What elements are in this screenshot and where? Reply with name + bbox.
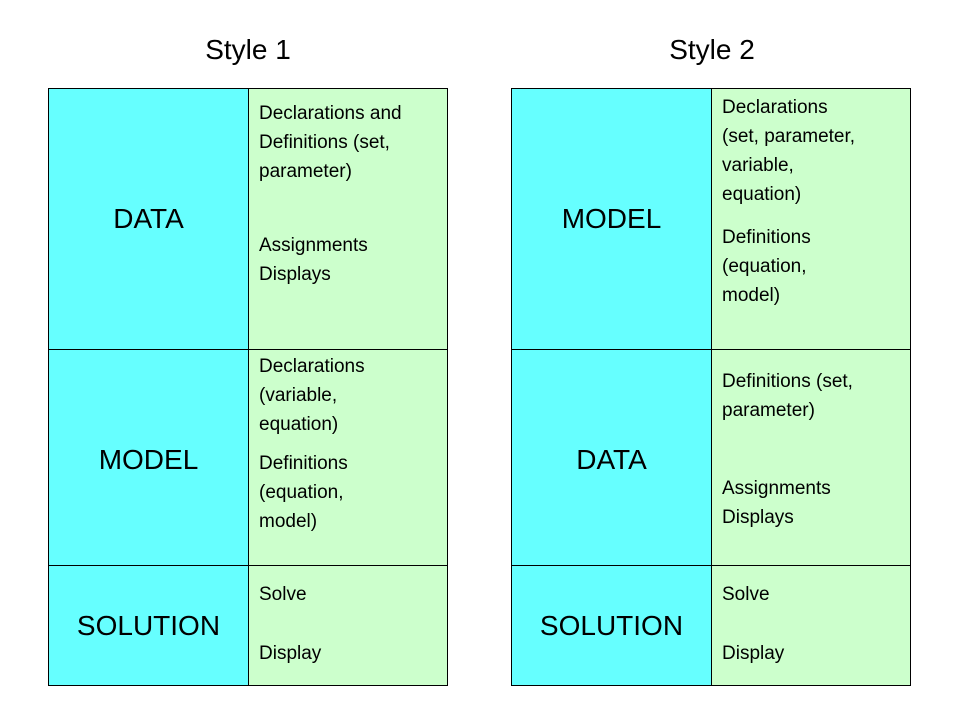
section-contents: Declarations and Definitions (set, param…	[249, 89, 447, 349]
section-contents: Declarations (set, parameter, variable, …	[712, 89, 910, 349]
section-text-declarations: Declarations and Definitions (set, param…	[259, 103, 402, 182]
style-1-model-section: MODEL Declarations (variable, equation) …	[48, 350, 448, 566]
style-1-title: Style 1	[205, 34, 291, 65]
section-text-declarations: Declarations (set, parameter, variable, …	[722, 97, 856, 205]
section-label: MODEL	[512, 89, 712, 349]
style-1-solution-section: SOLUTION Solve Display	[48, 566, 448, 686]
section-text-declarations: Declarations (variable, equation)	[259, 356, 365, 435]
section-label: SOLUTION	[512, 566, 712, 685]
section-contents: Declarations (variable, equation) Defini…	[249, 350, 447, 565]
section-text-display: Display	[259, 643, 322, 664]
style-2-diagram: MODEL Declarations (set, parameter, vari…	[511, 88, 911, 686]
style-2-model-section: MODEL Declarations (set, parameter, vari…	[511, 88, 911, 350]
section-text-definitions: Definitions (equation, model)	[259, 453, 348, 532]
style-2-solution-section: SOLUTION Solve Display	[511, 566, 911, 686]
section-text-assignments: Assignments Displays	[722, 478, 831, 528]
section-label: DATA	[512, 350, 712, 565]
section-label: DATA	[49, 89, 249, 349]
style-1-diagram: DATA Declarations and Definitions (set, …	[48, 88, 448, 686]
section-label: MODEL	[49, 350, 249, 565]
section-label: SOLUTION	[49, 566, 249, 685]
section-contents: Definitions (set, parameter) Assignments…	[712, 350, 910, 565]
section-text-definitions: Definitions (equation, model)	[722, 227, 811, 306]
section-text-assignments: Assignments Displays	[259, 235, 368, 285]
section-text-display: Display	[722, 643, 785, 664]
section-contents: Solve Display	[249, 566, 447, 685]
section-text-solve: Solve	[722, 584, 770, 605]
section-text-solve: Solve	[259, 584, 307, 605]
section-text-definitions: Definitions (set, parameter)	[722, 371, 853, 421]
style-1-data-section: DATA Declarations and Definitions (set, …	[48, 88, 448, 350]
style-2-data-section: DATA Definitions (set, parameter) Assign…	[511, 350, 911, 566]
section-contents: Solve Display	[712, 566, 910, 685]
style-2-title: Style 2	[669, 34, 755, 65]
